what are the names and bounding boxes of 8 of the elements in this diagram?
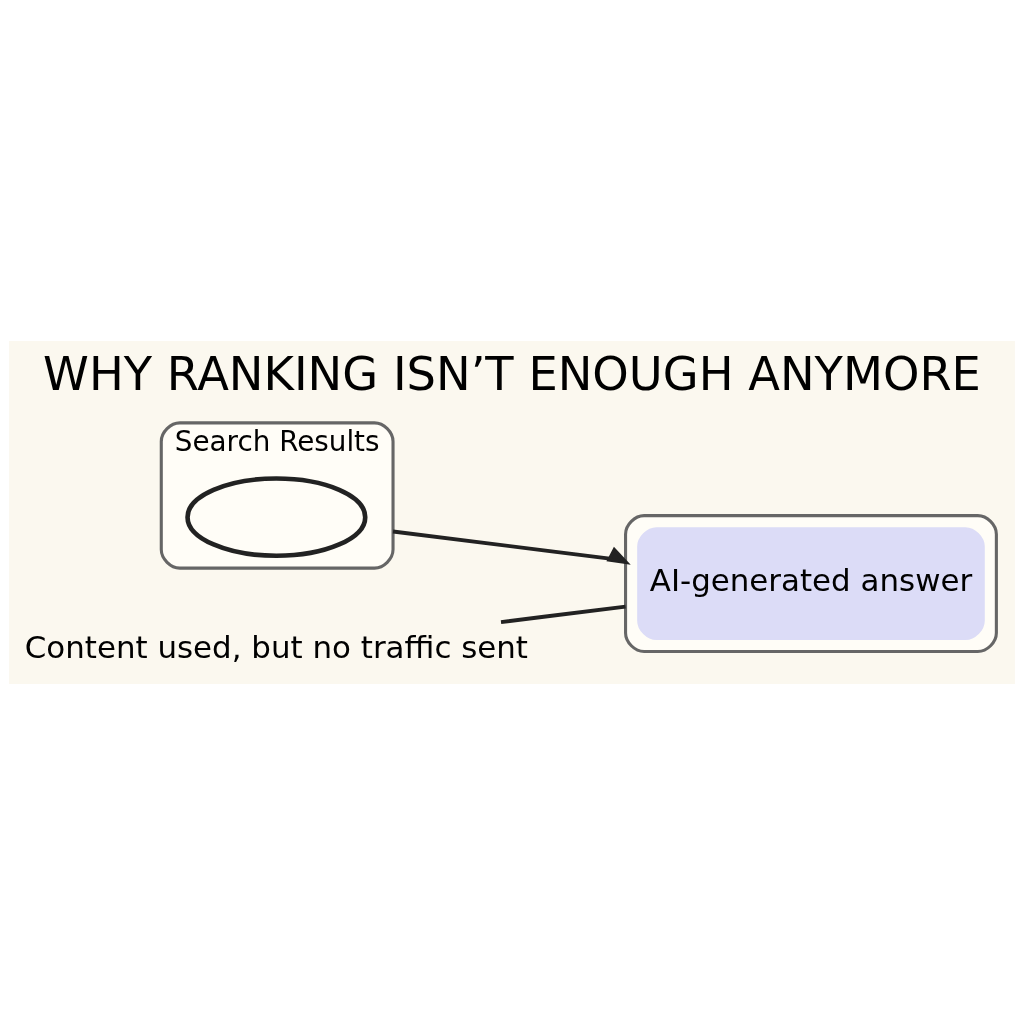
diagram-title: WHY RANKING ISN’T ENOUGH ANYMORE: [43, 346, 981, 401]
cluster: [624, 513, 998, 653]
node-circle: [185, 475, 368, 558]
connector: [500, 604, 626, 624]
node-box: AI-generated answer: [637, 526, 985, 640]
node-text: Content used, but no traffic sent: [24, 628, 528, 665]
arrow: [392, 529, 631, 565]
cluster: Search Results: [159, 420, 395, 570]
